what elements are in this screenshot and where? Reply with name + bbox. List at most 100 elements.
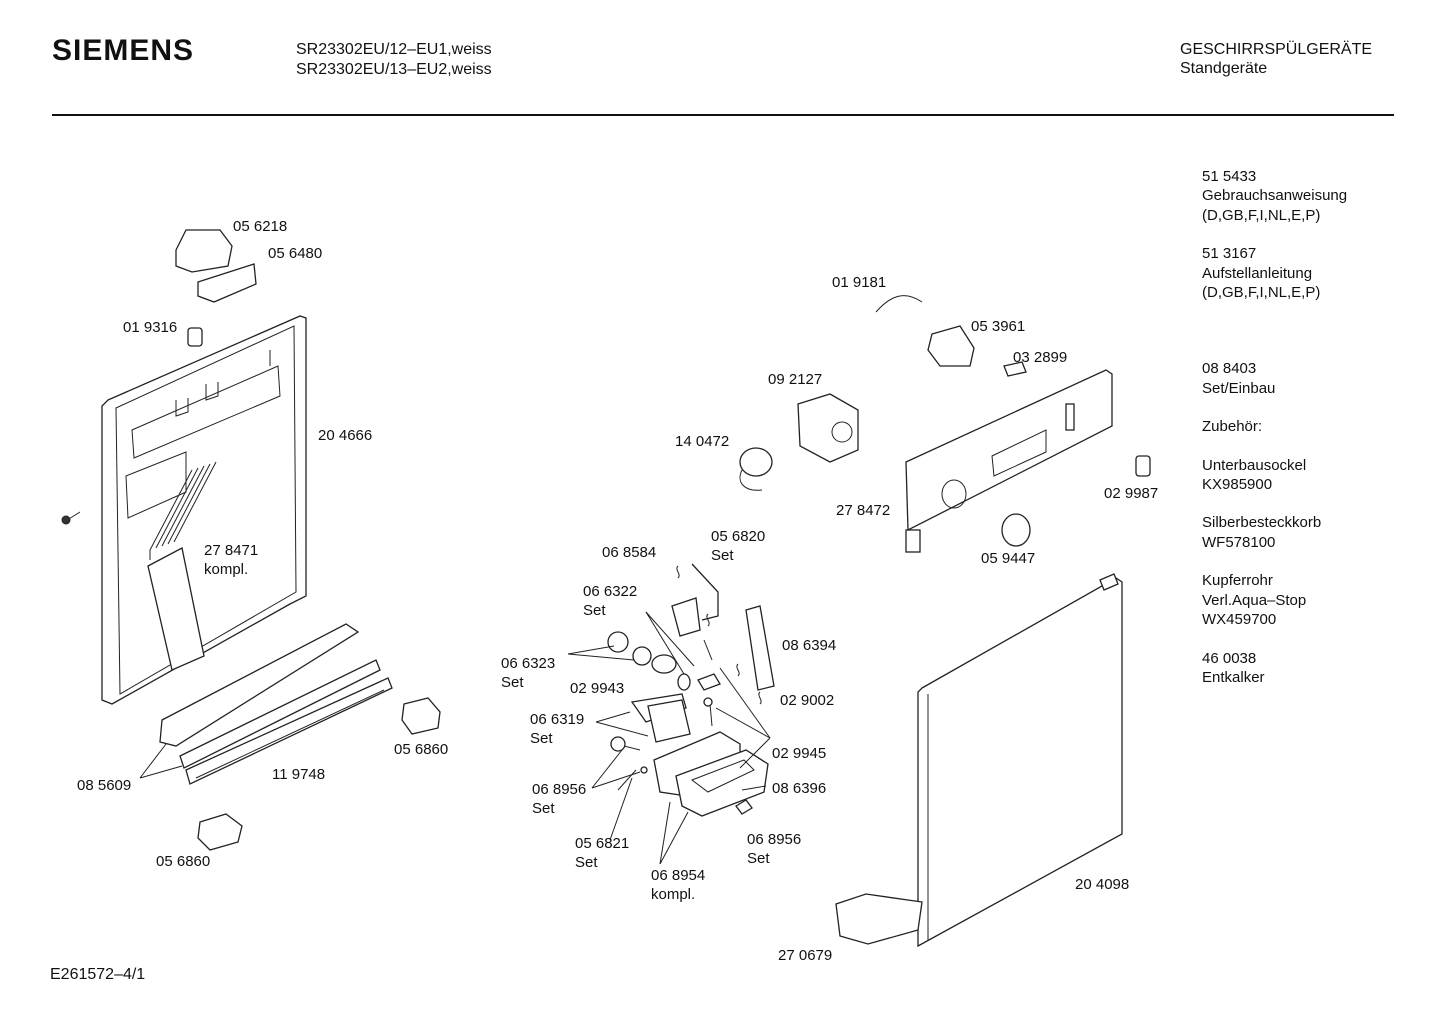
part-label: 01 9316 xyxy=(123,319,178,336)
entry-line: 08 8403 xyxy=(1202,360,1257,378)
accessories-heading: Zubehör: xyxy=(1202,417,1347,436)
part-label: 05 6820 xyxy=(711,528,766,545)
accessory-entry: 51 5433 Gebrauchsanweisung (D,GB,F,I,NL,… xyxy=(1202,167,1347,225)
part-label: 27 0679 xyxy=(778,947,833,964)
part-label: 02 9945 xyxy=(772,745,827,762)
part-label-note: Set xyxy=(583,602,606,619)
category-line-1: GESCHIRRSPÜLGERÄTE xyxy=(1180,41,1373,58)
timer-part xyxy=(797,393,859,463)
part-label: 06 8956 xyxy=(747,831,802,848)
part-label: 02 9002 xyxy=(780,692,835,709)
leader-lines xyxy=(567,611,771,865)
part-label-note: Set xyxy=(747,850,770,867)
document-code: E261572–4/1 xyxy=(50,966,146,983)
clip-part xyxy=(1135,455,1151,477)
part-label-note: Set xyxy=(530,730,553,747)
part-label: 05 6860 xyxy=(394,741,449,758)
door-latch-part xyxy=(175,229,257,303)
entry-line: (D,GB,F,I,NL,E,P) xyxy=(1202,206,1321,224)
entry-line: Aufstellanleitung xyxy=(1202,264,1313,282)
entry-line: Unterbausockel xyxy=(1202,456,1307,474)
entry-line: (D,GB,F,I,NL,E,P) xyxy=(1202,284,1321,302)
part-label: 05 9447 xyxy=(981,550,1036,567)
entry-line: Entkalker xyxy=(1202,668,1265,686)
part-label: 06 6323 xyxy=(501,655,556,672)
part-label: 20 4666 xyxy=(318,427,373,444)
entry-line: WX459700 xyxy=(1202,611,1277,629)
model-line-2: SR23302EU/13–EU2,weiss xyxy=(296,61,492,78)
control-strip-part xyxy=(147,547,205,671)
foam-block-part xyxy=(197,813,243,851)
part-label: 05 6860 xyxy=(156,853,211,870)
part-label: 14 0472 xyxy=(675,433,730,450)
part-label: 27 8472 xyxy=(836,502,891,519)
part-label: 27 8471 xyxy=(204,542,259,559)
entry-line: Gebrauchsanweisung xyxy=(1202,187,1348,205)
entry-line: 46 0038 xyxy=(1202,649,1257,667)
part-label: 09 2127 xyxy=(768,371,823,388)
part-label-note: Set xyxy=(711,547,734,564)
part-label: 05 6480 xyxy=(268,245,323,262)
small-part xyxy=(1003,361,1027,377)
accessory-entry: Silberbesteckkorb WF578100 xyxy=(1202,513,1347,552)
part-label: 11 9748 xyxy=(272,766,326,783)
entry-line: 51 3167 xyxy=(1202,245,1257,263)
brand-logo: SIEMENS xyxy=(52,34,195,67)
entry-line: 51 5433 xyxy=(1202,168,1257,185)
part-label: 06 6319 xyxy=(530,711,585,728)
clip-part xyxy=(187,327,203,347)
part-label: 06 8584 xyxy=(602,544,657,561)
inner-door-frame xyxy=(101,315,307,705)
lower-rail-part xyxy=(159,623,393,785)
accessory-entry: 46 0038 Entkalker xyxy=(1202,649,1347,688)
part-label: 05 3961 xyxy=(971,318,1026,335)
part-label: 06 8956 xyxy=(532,781,587,798)
appliance-category: GESCHIRRSPÜLGERÄTE Standgeräte xyxy=(1180,40,1372,78)
part-label: 05 6218 xyxy=(233,218,288,235)
part-label-note: kompl. xyxy=(204,561,249,578)
part-label: 02 9943 xyxy=(570,680,625,697)
entry-line: Kupferrohr xyxy=(1202,572,1273,590)
knob-axle-part xyxy=(739,447,773,491)
part-label: 08 6394 xyxy=(782,637,837,654)
cable-part xyxy=(875,295,923,313)
entry-line: Set/Einbau xyxy=(1202,379,1276,397)
accessory-entry: 08 8403 Set/Einbau xyxy=(1202,359,1347,398)
entry-line: KX985900 xyxy=(1202,476,1273,494)
control-panel-part xyxy=(905,369,1113,553)
accessory-entry: Unterbausockel KX985900 xyxy=(1202,456,1347,495)
part-label: 06 6322 xyxy=(583,583,638,600)
part-label: 03 2899 xyxy=(1013,349,1068,366)
part-label: 02 9987 xyxy=(1104,485,1159,502)
foam-block-part xyxy=(401,697,441,735)
part-label: 05 6821 xyxy=(575,835,630,852)
door-lock-assembly xyxy=(607,563,775,817)
entry-line: Verl.Aqua–Stop xyxy=(1202,591,1307,609)
accessory-entry: Kupferrohr Verl.Aqua–Stop WX459700 xyxy=(1202,571,1347,629)
part-label: 20 4098 xyxy=(1075,876,1130,893)
knob-part xyxy=(1001,513,1031,547)
part-label: 06 8954 xyxy=(651,867,706,884)
model-designation: SR23302EU/12–EU1,weiss SR23302EU/13–EU2,… xyxy=(296,40,492,80)
hinge-part xyxy=(835,893,923,945)
part-label-note: Set xyxy=(501,674,524,691)
part-label: 01 9181 xyxy=(832,274,887,291)
outer-door-panel xyxy=(917,573,1123,948)
header-divider xyxy=(52,114,1394,116)
entry-line: Zubehör: xyxy=(1202,418,1263,436)
category-line-2: Standgeräte xyxy=(1180,60,1268,77)
part-label-note: Set xyxy=(532,800,555,817)
part-label-note: kompl. xyxy=(651,886,696,903)
leader-lines xyxy=(139,743,183,779)
screw-part xyxy=(61,511,81,525)
entry-line: Silberbesteckkorb xyxy=(1202,514,1322,532)
accessory-entry: 51 3167 Aufstellanleitung (D,GB,F,I,NL,E… xyxy=(1202,244,1347,302)
bracket-part xyxy=(927,325,975,367)
part-label: 08 6396 xyxy=(772,780,827,797)
entry-line: WF578100 xyxy=(1202,533,1276,551)
accessories-list: 51 5433 Gebrauchsanweisung (D,GB,F,I,NL,… xyxy=(1202,167,1347,706)
part-label: 08 5609 xyxy=(77,777,132,794)
part-label-note: Set xyxy=(575,854,598,871)
model-line-1: SR23302EU/12–EU1,weiss xyxy=(296,41,492,58)
